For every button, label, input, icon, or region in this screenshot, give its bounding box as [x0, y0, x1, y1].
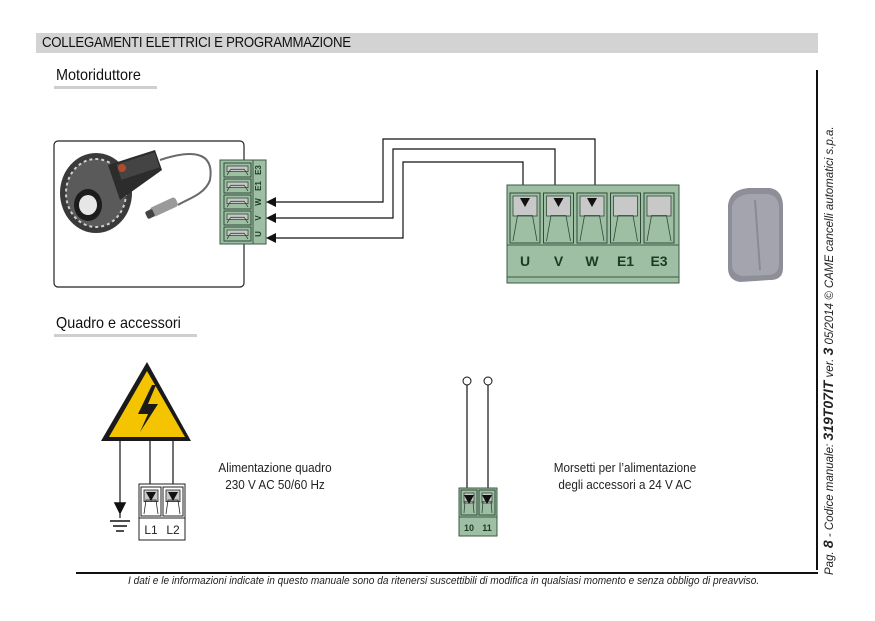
accessory-terminal-label: 11 — [482, 523, 492, 533]
wire-arrow — [587, 198, 597, 207]
accessory-wires — [462, 376, 493, 498]
board-terminal-label: W — [585, 253, 599, 269]
motor-terminal-slot — [223, 226, 252, 242]
board-terminal-label: U — [520, 253, 530, 269]
section-title-panel: Quadro e accessori — [56, 315, 181, 332]
motor-terminal-label: W — [254, 198, 263, 206]
board-terminal-slot — [543, 192, 574, 244]
power-terminal-slot — [140, 486, 162, 517]
section-underline — [54, 334, 197, 337]
high-voltage-warning-icon — [101, 362, 191, 441]
gearmotor-image — [60, 150, 212, 233]
accessory-terminal-slot — [460, 489, 478, 516]
wire-arrow — [520, 198, 530, 207]
board-terminal-label: V — [554, 253, 564, 269]
wire-arrow — [482, 495, 492, 504]
accessory-terminal-slot — [478, 489, 496, 516]
wire-u — [270, 161, 524, 239]
date-copyright: 05/2014 © CAME cancelli automatici s.p.a… — [824, 126, 836, 345]
board-terminal-slot — [643, 192, 675, 244]
board-terminal-slot — [509, 192, 541, 244]
right-border-line — [816, 70, 818, 570]
ground-icon — [110, 502, 130, 532]
accessory-caption-line2: degli accessori a 24 V AC — [558, 477, 692, 492]
motor-terminal-slot — [223, 194, 252, 210]
accessory-caption-line1: Morsetti per l’alimentazione — [553, 460, 697, 475]
accessory-terminal-label: 10 — [464, 523, 474, 533]
page-number: 8 — [820, 540, 836, 549]
header-band — [36, 33, 818, 53]
motor-wire-arrows — [266, 197, 276, 243]
accessory-caption: Morsetti per l’alimentazione degli acces… — [544, 459, 706, 493]
page-title: COLLEGAMENTI ELETTRICI E PROGRAMMAZIONE — [42, 34, 351, 51]
power-caption-line1: Alimentazione quadro — [218, 460, 332, 475]
section-underline — [54, 86, 157, 89]
wire-arrow — [553, 198, 564, 207]
footer-disclaimer: I dati e le informazioni indicate in que… — [128, 575, 760, 587]
wire-arrow — [168, 492, 178, 501]
motor-terminal-label: E1 — [254, 181, 263, 191]
footer-line — [76, 572, 818, 574]
power-caption: Alimentazione quadro 230 V AC 50/60 Hz — [208, 459, 343, 493]
version-label: ver. — [824, 358, 836, 378]
motor-terminal-slot — [223, 162, 252, 178]
board-terminal-slot — [576, 192, 608, 244]
power-terminal-slot — [162, 486, 184, 517]
manual-code-label: - Codice manuale: — [824, 443, 836, 538]
motor-wires — [270, 138, 596, 239]
board-terminal-label: E3 — [650, 253, 667, 269]
wire-arrow — [464, 495, 474, 504]
version-number: 3 — [820, 347, 836, 356]
power-terminal-label: L2 — [166, 523, 180, 537]
power-caption-line2: 230 V AC 50/60 Hz — [225, 477, 325, 492]
section-title-motor: Motoriduttore — [56, 67, 141, 84]
control-box-image — [728, 188, 783, 282]
page-prefix: Pag. — [824, 551, 836, 575]
wire-arrow — [146, 492, 156, 501]
wire-v — [270, 148, 556, 219]
manual-code: 319T07IT — [820, 380, 836, 441]
motor-terminal-label: V — [254, 215, 263, 221]
board-terminal-label: E1 — [617, 253, 634, 269]
board-terminal-slot — [610, 192, 641, 244]
page-info-sidebar: Pag. 8 - Codice manuale: 319T07IT ver. 3… — [820, 75, 836, 575]
power-terminal-label: L1 — [144, 523, 158, 537]
motor-terminal-slot — [223, 178, 252, 194]
motor-terminal-label: U — [254, 231, 263, 237]
wire-w — [270, 138, 596, 210]
motor-terminal-slot — [223, 210, 252, 226]
motor-terminal-label: E3 — [254, 165, 263, 175]
